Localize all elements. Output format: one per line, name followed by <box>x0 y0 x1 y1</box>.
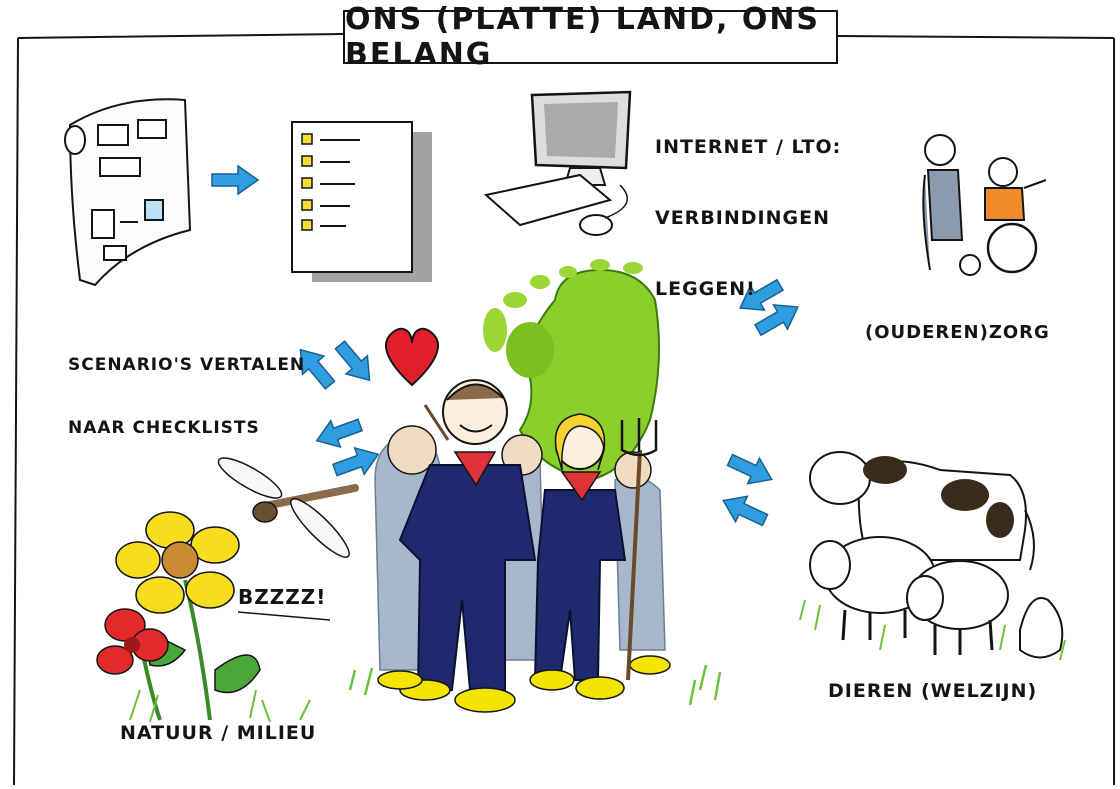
label-scenarios-line2: NAAR CHECKLISTS <box>68 418 260 439</box>
netherlands-map-drawing <box>483 259 660 482</box>
elderly-care-drawing <box>922 134 1047 276</box>
flowers-drawing <box>96 511 311 723</box>
arrow-right-icon <box>723 446 779 493</box>
frame-line <box>13 33 1115 786</box>
label-scenarios: SCENARIO'S VERTALEN NAAR CHECKLISTS <box>68 312 305 461</box>
label-internet-line1: INTERNET / LTO: <box>655 135 842 158</box>
heart-icon <box>385 327 439 387</box>
checklist-drawing <box>291 121 432 282</box>
label-animals: DIEREN (WELZIJN) <box>828 680 1038 702</box>
arrow-down-right-icon <box>328 335 382 390</box>
page-title: ONS (PLATTE) LAND, ONS BELANG <box>345 2 821 72</box>
buzz-underline <box>237 611 331 621</box>
arrow-left-icon <box>311 411 366 455</box>
page-title-box: ONS (PLATTE) LAND, ONS BELANG <box>343 2 838 72</box>
computer-drawing <box>483 90 632 236</box>
arrow-left-icon <box>716 487 772 534</box>
label-internet-line3: LEGGEN! <box>655 278 756 300</box>
grass-drawing <box>348 664 722 706</box>
label-buzz: BZZZZ! <box>238 585 327 609</box>
label-internet: INTERNET / LTO: VERBINDINGEN LEGGEN! <box>655 88 841 326</box>
label-internet-line2: VERBINDINGEN <box>655 206 830 229</box>
label-nature: NATUUR / MILIEU <box>120 722 317 744</box>
scenario-scroll-drawing <box>64 98 192 287</box>
arrow-right-icon <box>211 165 259 195</box>
label-care: (OUDEREN)ZORG <box>865 322 1050 343</box>
animals-drawing <box>799 451 1066 661</box>
farmers-group-drawing <box>374 379 671 713</box>
label-scenarios-line1: SCENARIO'S VERTALEN <box>68 354 306 375</box>
dragonfly-drawing <box>217 457 359 558</box>
